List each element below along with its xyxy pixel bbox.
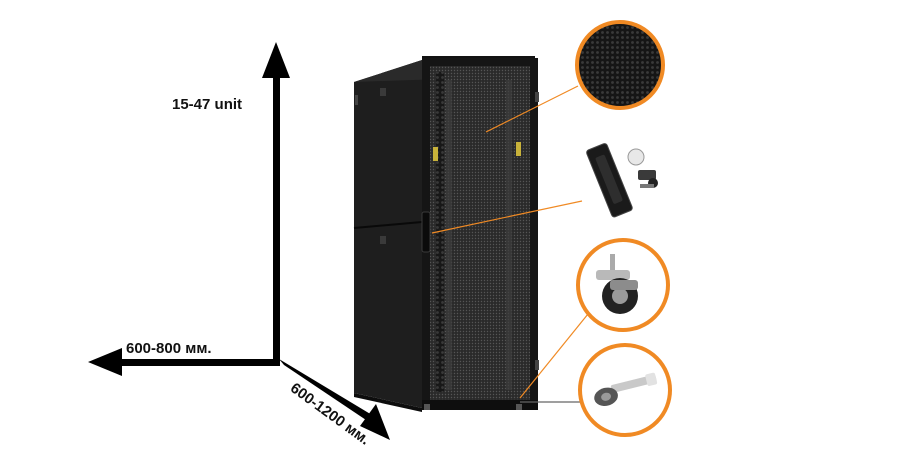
height-label: 15-47 unit <box>172 96 243 113</box>
width-label: 600-800 мм. <box>126 340 212 357</box>
door-lock-handle-detail <box>586 143 658 218</box>
depth-arrow <box>279 359 390 440</box>
product-scene <box>88 20 672 440</box>
server-cabinet <box>353 56 539 412</box>
leveling-foot-detail <box>578 343 672 437</box>
dimension-arrows <box>88 42 390 440</box>
perforated-mesh-detail <box>575 20 665 110</box>
leader-lines <box>431 85 589 403</box>
caster-wheel-detail <box>576 238 670 332</box>
width-arrow <box>88 348 280 376</box>
height-arrow <box>262 42 290 364</box>
